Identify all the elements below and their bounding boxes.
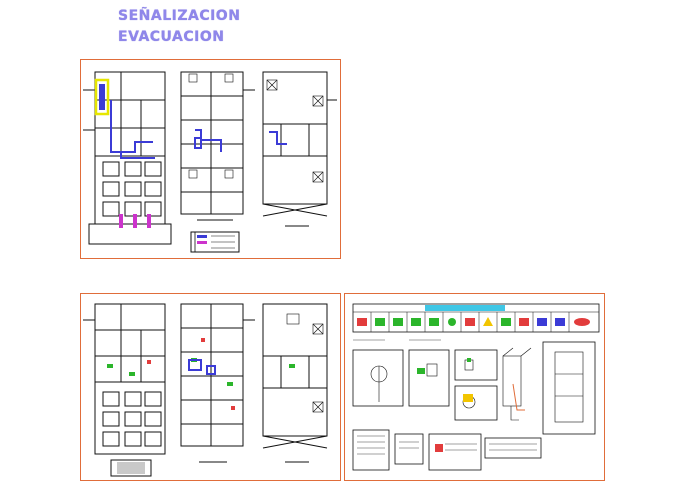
sheet-signage-plans[interactable] bbox=[80, 293, 341, 481]
sheet-signage-details[interactable] bbox=[344, 293, 605, 481]
title-senalizacion: SEÑALIZACION bbox=[118, 8, 241, 24]
signage-details-drawing bbox=[352, 303, 600, 471]
sheet-evacuation-plans[interactable] bbox=[80, 59, 341, 259]
evacuation-plans-drawing bbox=[83, 71, 337, 253]
title-evacuacion: EVACUACION bbox=[118, 29, 225, 45]
signage-plans-drawing bbox=[83, 303, 328, 477]
